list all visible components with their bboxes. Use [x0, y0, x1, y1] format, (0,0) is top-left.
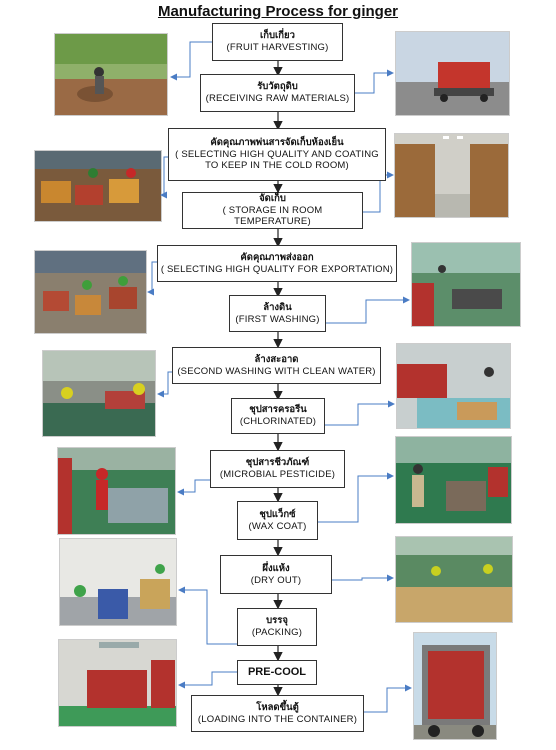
- photo-link: [170, 41, 212, 81]
- photo-cold-room: [394, 133, 509, 218]
- step-label-th: คัดคุณภาพส่งออก: [240, 251, 314, 263]
- photo-receiving: [395, 31, 510, 116]
- step-label-en: (MICROBIAL PESTICIDE): [219, 469, 336, 480]
- step-label-th: ล้างดิน: [263, 301, 292, 313]
- step-label-en: (SECOND WASHING WITH CLEAN WATER): [177, 365, 376, 377]
- photo-sorting-export: [34, 250, 147, 334]
- photo-drying: [395, 536, 513, 623]
- step-label-th: ล้างสะอาด: [254, 353, 299, 365]
- photo-chlorinated: [396, 343, 511, 429]
- step-pre-cool: PRE-COOL: [237, 660, 317, 685]
- step-packing: บรรจุ (PACKING): [237, 608, 317, 646]
- step-label-en: (CHLORINATED): [239, 416, 317, 427]
- step-selecting-export: คัดคุณภาพส่งออก ( SELECTING HIGH QUALITY…: [157, 245, 397, 282]
- step-label-en: (DRY OUT): [250, 574, 302, 586]
- step-label-th: เก็บเกี่ยว: [260, 30, 295, 42]
- photo-harvesting: [54, 33, 168, 116]
- step-chlorinated: ชุปสารครอรีน (CHLORINATED): [231, 398, 325, 434]
- photo-microbial: [57, 447, 176, 535]
- photo-link: [157, 371, 172, 398]
- photo-link: [355, 69, 394, 94]
- photo-link: [332, 574, 394, 582]
- photo-link: [160, 156, 168, 199]
- step-label-en: ( SELECTING HIGH QUALITY FOR EXPORTATION…: [160, 263, 394, 275]
- step-label-th: ชุปสารชีวภัณฑ์: [245, 457, 310, 469]
- photo-link: [147, 261, 157, 296]
- step-microbial-pesticide: ชุปสารชีวภัณฑ์ (MICROBIAL PESTICIDE): [210, 450, 345, 488]
- photo-link: [364, 684, 412, 713]
- step-label-en: ( STORAGE IN ROOM TEMPERATURE): [222, 204, 323, 228]
- step-label-th: ชุปสารครอรีน: [249, 404, 307, 416]
- step-label-th: จัดเก็บ: [259, 192, 286, 204]
- step-label-en: TO KEEP IN THE COLD ROOM): [205, 160, 349, 172]
- photo-pre-cool: [58, 639, 177, 727]
- step-loading-container: โหลดขึ้นตู้ (LOADING INTO THE CONTAINER): [191, 695, 364, 732]
- step-label-th: รับวัตถุดิบ: [257, 81, 298, 93]
- photo-link: [326, 296, 410, 324]
- step-label-th: คัดคุณภาพพ่นสารจัดเก็บห้องเย็น: [210, 136, 344, 148]
- step-label-en: (FIRST WASHING): [235, 313, 320, 325]
- step-storage: จัดเก็บ ( STORAGE IN ROOM TEMPERATURE): [182, 192, 363, 229]
- step-label-th: บรรจุ: [266, 615, 288, 627]
- photo-wax-coat: [395, 436, 512, 524]
- step-selecting-coating: คัดคุณภาพพ่นสารจัดเก็บห้องเย็น ( SELECTI…: [168, 128, 386, 181]
- step-receiving-raw-materials: รับวัตถุดิบ (RECEIVING RAW MATERIALS): [200, 74, 355, 112]
- photo-link: [318, 472, 394, 523]
- step-label-en: PRE-COOL: [247, 665, 307, 678]
- step-label-th: ผึ่งแห้ง: [262, 562, 290, 574]
- step-label-en: (PACKING): [251, 627, 303, 638]
- step-label-th: ชุปแว็กซ์: [259, 508, 296, 520]
- photo-link: [325, 400, 395, 426]
- photo-second-washing: [42, 350, 156, 437]
- photo-packing: [59, 538, 177, 626]
- step-label-th: โหลดขึ้นตู้: [256, 701, 299, 713]
- step-label-en: (RECEIVING RAW MATERIALS): [205, 93, 350, 104]
- photo-link: [178, 586, 237, 645]
- page-title: Manufacturing Process for ginger: [157, 3, 399, 20]
- step-first-washing: ล้างดิน (FIRST WASHING): [229, 295, 326, 332]
- step-label-en: (LOADING INTO THE CONTAINER): [197, 713, 358, 725]
- photo-link: [177, 479, 210, 496]
- step-fruit-harvesting: เก็บเกี่ยว (FRUIT HARVESTING): [212, 23, 343, 61]
- photo-coating: [34, 150, 162, 222]
- photo-container-loading: [413, 632, 497, 740]
- step-wax-coat: ชุปแว็กซ์ (WAX COAT): [237, 501, 318, 540]
- photo-first-washing: [411, 242, 521, 327]
- photo-link: [178, 671, 237, 689]
- step-label-en: (WAX COAT): [248, 520, 307, 532]
- step-second-washing: ล้างสะอาด (SECOND WASHING WITH CLEAN WAT…: [172, 347, 381, 384]
- step-label-en: (FRUIT HARVESTING): [226, 42, 329, 53]
- photo-link: [363, 171, 394, 213]
- step-dry-out: ผึ่งแห้ง (DRY OUT): [220, 555, 332, 594]
- step-label-en: ( SELECTING HIGH QUALITY AND COATING: [175, 148, 379, 160]
